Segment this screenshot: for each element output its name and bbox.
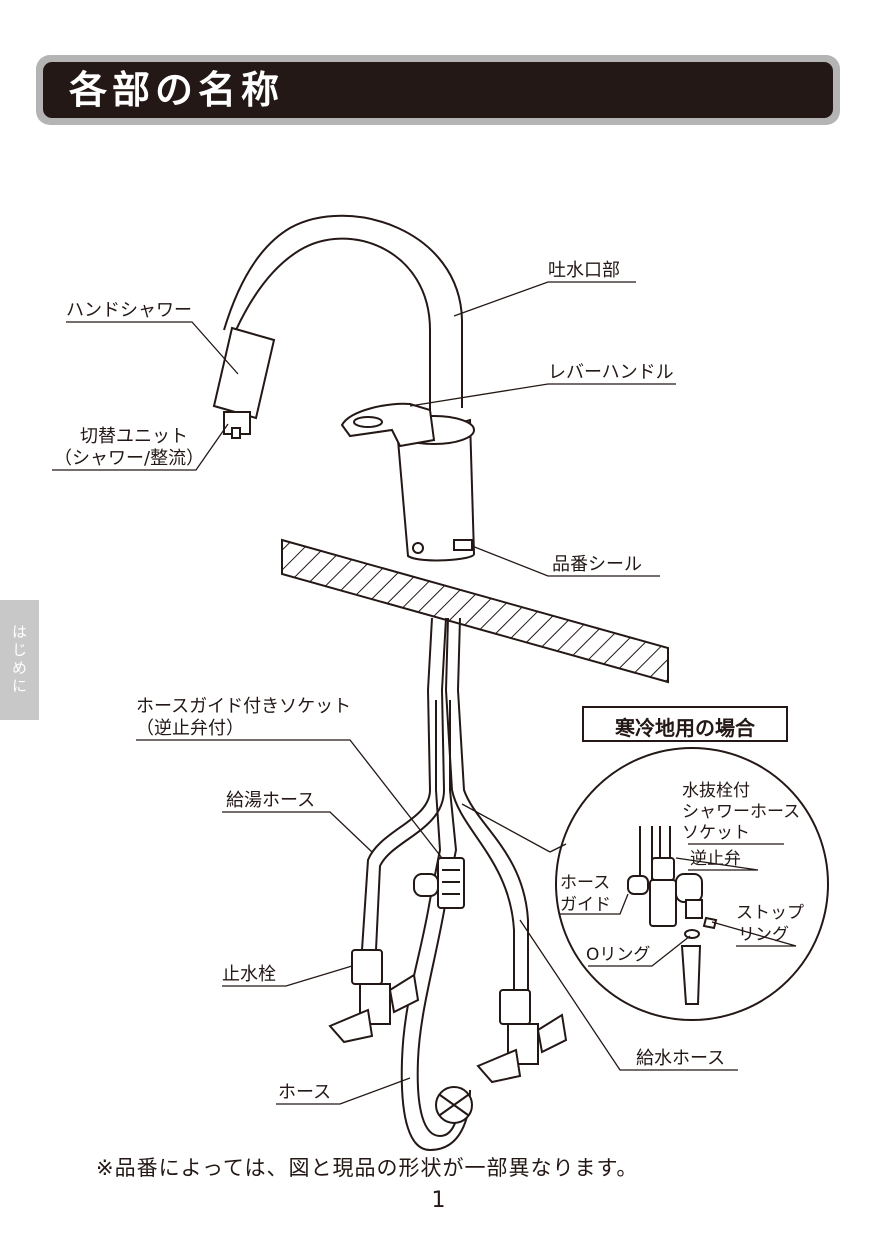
label-hot-water-hose: 給湯ホース: [226, 790, 315, 811]
hose-weight: [435, 1086, 473, 1124]
cold-region-heading: 寒冷地用の場合: [615, 716, 755, 740]
supply-hoses: [361, 617, 529, 1152]
section-tab: はじめに: [0, 600, 39, 720]
hand-shower: [212, 326, 276, 439]
label-o-ring: Oリング: [586, 945, 650, 965]
label-check-valve: 逆止弁: [690, 849, 741, 869]
cold-region-heading-box: 寒冷地用の場合: [582, 706, 788, 742]
label-hand-shower: ハンドシャワー: [66, 300, 192, 321]
title-bar: 各部の名称: [36, 55, 840, 125]
stop-valve-left: [328, 949, 420, 1044]
label-hose: ホース: [278, 1082, 331, 1103]
label-stop-ring-ring: リング: [738, 925, 789, 945]
lever-handle: [340, 402, 436, 448]
label-spout: 吐水口部: [548, 260, 620, 281]
label-switch-unit-mode: （シャワー/整流）: [54, 448, 204, 469]
page-title: 各部の名称: [69, 68, 285, 112]
label-stop-valve: 止水栓: [222, 964, 276, 985]
countertop: [281, 538, 669, 684]
section-tab-label: はじめに: [10, 624, 28, 696]
title-background: 各部の名称: [43, 62, 833, 118]
label-part-number-seal: 品番シール: [552, 554, 642, 575]
hose-guide-socket: [413, 857, 465, 909]
label-hose-guide-guide: ガイド: [560, 895, 611, 915]
leader-lines: [52, 281, 797, 1105]
label-switch-unit: 切替ユニット: [80, 426, 188, 447]
cold-region-inset: [549, 747, 829, 1021]
label-hose-guide-socket: ホースガイド付きソケット: [136, 696, 351, 717]
page-number: 1: [431, 1188, 446, 1213]
label-stop-ring: ストップ: [736, 903, 804, 923]
label-drain-socket: 水抜栓付: [682, 781, 750, 801]
spout: [223, 214, 463, 410]
label-water-supply-hose: 給水ホース: [636, 1048, 725, 1069]
label-drain-socket-shower-hose: シャワーホース: [682, 802, 800, 822]
label-hose-guide: ホース: [560, 873, 610, 893]
label-drain-socket-socket: ソケット: [682, 823, 750, 843]
label-hose-guide-socket-check-valve: （逆止弁付）: [136, 718, 244, 739]
label-lever-handle: レバーハンドル: [548, 362, 674, 383]
stop-valve-right: [476, 989, 568, 1084]
footnote: ※品番によっては、図と現品の形状が一部異なります。: [96, 1156, 639, 1180]
